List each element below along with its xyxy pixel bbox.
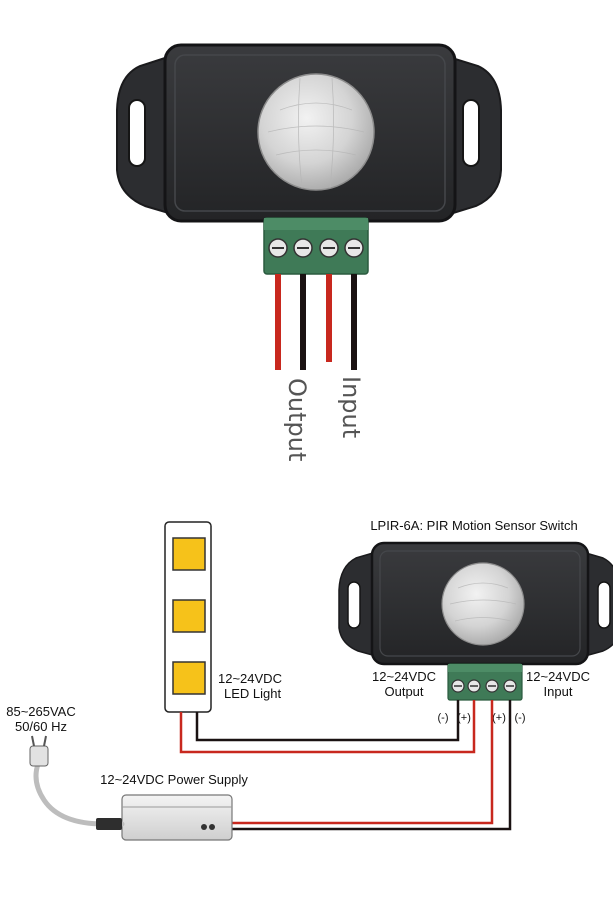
top-output-label: Output (283, 378, 311, 461)
mains-frequency-label: 50/60 Hz (15, 719, 67, 734)
led-chip (172, 537, 206, 571)
diagram-title: LPIR-6A: PIR Motion Sensor Switch (370, 518, 577, 533)
supply-negative-wire (232, 700, 512, 831)
mini-mount-slot-left (347, 581, 361, 629)
power-supply-label: 12~24VDC Power Supply (100, 772, 248, 787)
input-voltage-label: 12~24VDC (526, 669, 590, 684)
input-label: Input (544, 684, 573, 699)
led-chip (172, 599, 206, 633)
top-mount-slot-left (128, 99, 146, 167)
terminal-polarity-label: (-) (515, 712, 526, 724)
mains-voltage-label: 85~265VAC (6, 704, 76, 719)
mini-pir-lens-icon (441, 562, 525, 646)
top-mount-slot-right (462, 99, 480, 167)
mini-mount-slot-right (597, 581, 611, 629)
output-voltage-label: 12~24VDC (372, 669, 436, 684)
ac-plug-icon (29, 745, 49, 767)
ac-cable (33, 761, 125, 827)
top-input-label: Input (337, 376, 365, 438)
led-light-label: LED Light (224, 686, 281, 701)
terminal-polarity-label: (+) (492, 712, 506, 724)
power-supply-icon (121, 794, 233, 841)
led-chip (172, 661, 206, 695)
terminal-polarity-label: (+) (457, 712, 471, 724)
led-light-voltage-label: 12~24VDC (218, 671, 282, 686)
led-negative-wire (195, 700, 460, 742)
led-positive-wire (179, 700, 476, 754)
top-sensor-photo: Output Input (116, 43, 502, 461)
bottom-wiring-diagram: LPIR-6A: PIR Motion Sensor Switch 12~24V… (6, 518, 613, 841)
output-label: Output (384, 684, 423, 699)
terminal-polarity-label: (-) (438, 712, 449, 724)
top-pir-lens-icon (257, 73, 375, 191)
supply-positive-wire (232, 700, 494, 825)
